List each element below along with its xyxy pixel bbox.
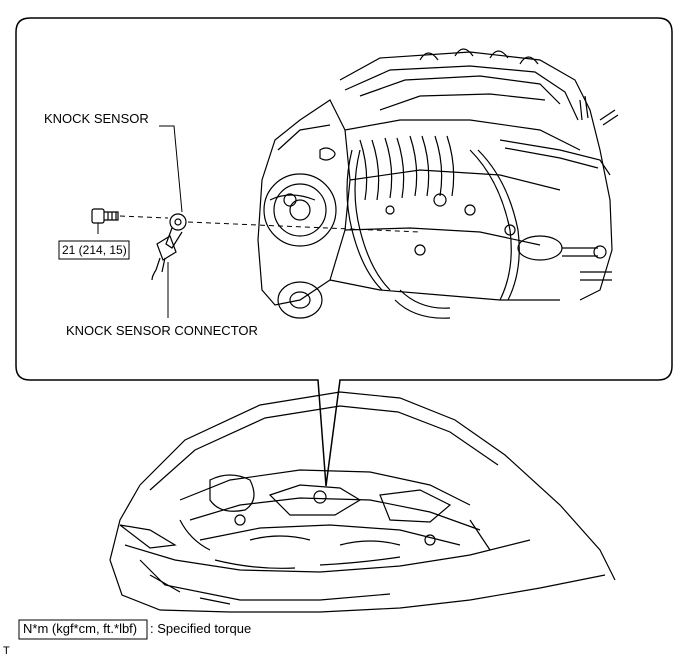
corner-mark: T [3,645,10,657]
callout-frame [15,17,673,487]
legend-units: N*m (kgf*cm, ft.*lbf) [23,621,138,636]
legend-units-box [18,619,148,640]
installation-guide-line [119,215,421,233]
torque-spec-label: 21 (214, 15) [62,243,127,257]
torque-spec-box [58,240,130,260]
engine-illustration [257,48,619,319]
legend-description: : Specified torque [150,621,252,636]
knock-sensor-connector-part [151,235,177,281]
knock-sensor-connector-label: KNOCK SENSOR CONNECTOR [66,323,258,338]
knock-sensor-label: KNOCK SENSOR [44,111,149,126]
vehicle-illustration [109,391,616,613]
knock-sensor-leader [159,125,183,213]
bolt-icon [91,208,119,224]
